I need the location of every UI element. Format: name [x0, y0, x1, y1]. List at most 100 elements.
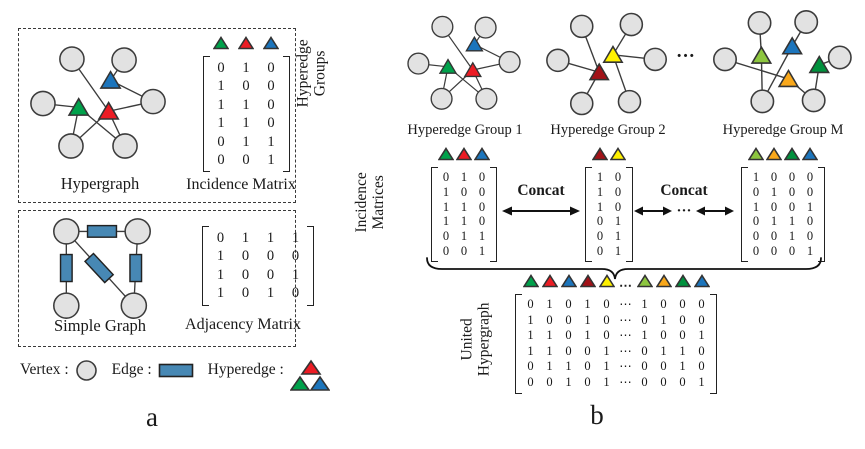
matrix-cell: ⋯	[619, 312, 632, 327]
green-triangle-icon	[438, 58, 458, 74]
matrix-cell: 0	[478, 214, 486, 229]
matrix-cell: 1	[603, 343, 610, 358]
darkgreen-triangle-icon	[808, 54, 830, 74]
group-1-label: Hyperedge Group 1	[407, 122, 523, 138]
matrix-cell: 1	[788, 229, 796, 244]
matrix-cell: 1	[660, 312, 667, 327]
matrix-cell: 0	[584, 343, 591, 358]
matrix-cell: 1	[216, 285, 225, 302]
matrix-cell: 0	[565, 328, 572, 343]
matrix-cell: 1	[614, 243, 622, 258]
matrix-cell: 0	[242, 152, 250, 169]
concat-connector-2: Concat ···	[632, 182, 736, 219]
group-m-label: Hyperedge Group M	[722, 122, 844, 138]
vertex-label: Vertex :	[20, 361, 69, 378]
edge-label: Edge :	[111, 361, 152, 378]
matrix-cell: 1	[478, 229, 486, 244]
matrix-cell: 1	[217, 78, 225, 95]
matrix-cell: 1	[641, 328, 648, 343]
matrix-cell: 0	[698, 359, 705, 374]
matrix-cell: 0	[603, 297, 610, 311]
matrix-cell: 1	[596, 184, 604, 199]
matrix-cell: 0	[442, 170, 450, 184]
matrix-cell: 0	[267, 115, 275, 132]
darkgreen-triangle-icon	[674, 274, 691, 293]
triangle-icon	[212, 36, 230, 50]
matrix-cell: 0	[660, 374, 667, 389]
matrix-cell: 1	[242, 60, 250, 76]
matrix-header-triangles: ⋯	[522, 274, 710, 293]
green-triangle-icon	[437, 147, 455, 166]
red-triangle-icon	[97, 101, 120, 120]
matrix-cell: 0	[770, 243, 778, 258]
matrix-cell: 1	[596, 170, 604, 184]
vertex-nodes	[713, 10, 852, 114]
matrix-cell: 0	[442, 229, 450, 244]
matrix-cell: 1	[217, 115, 225, 132]
orange-triangle-icon	[765, 147, 783, 166]
matrix-cell: 1	[442, 199, 450, 214]
lightgreen-triangle-icon	[747, 147, 765, 166]
matrix-cell: 0	[698, 297, 705, 311]
matrix-cell: 1	[770, 184, 778, 199]
matrix-cell: 0	[752, 229, 760, 244]
matrix-cell: 1	[660, 343, 667, 358]
matrix-cell: 0	[596, 229, 604, 244]
matrix-cell: 1	[614, 229, 622, 244]
matrix-cell: 1	[698, 374, 705, 389]
matrix-cell: 1	[752, 199, 760, 214]
legend: Vertex : Edge : Hyperedge :	[20, 350, 330, 391]
hyperedge-triangles	[588, 45, 624, 81]
triangle-icon	[747, 147, 765, 161]
matrix-cell: 1	[770, 214, 778, 229]
triangle-icon	[437, 147, 455, 161]
matrix-cell: 0	[460, 243, 468, 258]
triangle-icon	[262, 36, 280, 50]
matrix-cell: 0	[679, 297, 686, 311]
matrix-cell: 0	[660, 359, 667, 374]
matrix-cell: 0	[614, 184, 622, 199]
matrix-cell: 0	[267, 96, 275, 113]
matrix-cell: 0	[217, 60, 225, 76]
matrix-cell: 0	[641, 374, 648, 389]
hyperedge-triangles	[750, 36, 830, 88]
matrix-cell: 0	[565, 312, 572, 327]
matrix-cell: 1	[242, 115, 250, 132]
yellow-triangle-icon	[609, 147, 627, 166]
matrix-cell: 1	[291, 230, 300, 246]
matrix-cell: 0	[291, 248, 300, 265]
matrix-cell: 0	[565, 297, 572, 311]
hyperedge-lines	[557, 24, 656, 104]
groups-ellipsis: ···	[676, 46, 696, 67]
matrix-cell: 0	[806, 184, 814, 199]
matrix-cell: 1	[546, 343, 553, 358]
matrix-cell: 0	[679, 374, 686, 389]
darkred-triangle-icon	[588, 62, 610, 81]
lightgreen-triangle-icon	[636, 274, 653, 293]
triangle-icon	[655, 274, 672, 288]
matrix-cell: 1	[752, 170, 760, 184]
hyperedge-group-2-diagram	[546, 12, 667, 116]
matrix-cell: 1	[546, 328, 553, 343]
matrix-cell: 1	[584, 328, 591, 343]
matrix-cell: 1	[565, 359, 572, 374]
matrix-cell: 0	[603, 312, 610, 327]
green-triangle-icon	[212, 36, 230, 55]
matrix-cell: 0	[614, 170, 622, 184]
triangle-icon	[693, 274, 710, 288]
matrix-cell: 0	[788, 243, 796, 258]
green-triangle-icon	[522, 274, 539, 293]
concat-brace-icon	[426, 257, 822, 280]
double-arrow-icon	[502, 206, 580, 216]
matrix-cell: 1	[267, 152, 275, 169]
matrix-cell: 0	[266, 266, 275, 283]
matrix-cell: 1	[266, 285, 275, 302]
blue-triangle-icon	[801, 147, 819, 166]
red-triangle-icon	[237, 36, 255, 55]
matrix-cell: 1	[216, 248, 225, 265]
simple-graph-label: Simple Graph	[53, 316, 147, 335]
